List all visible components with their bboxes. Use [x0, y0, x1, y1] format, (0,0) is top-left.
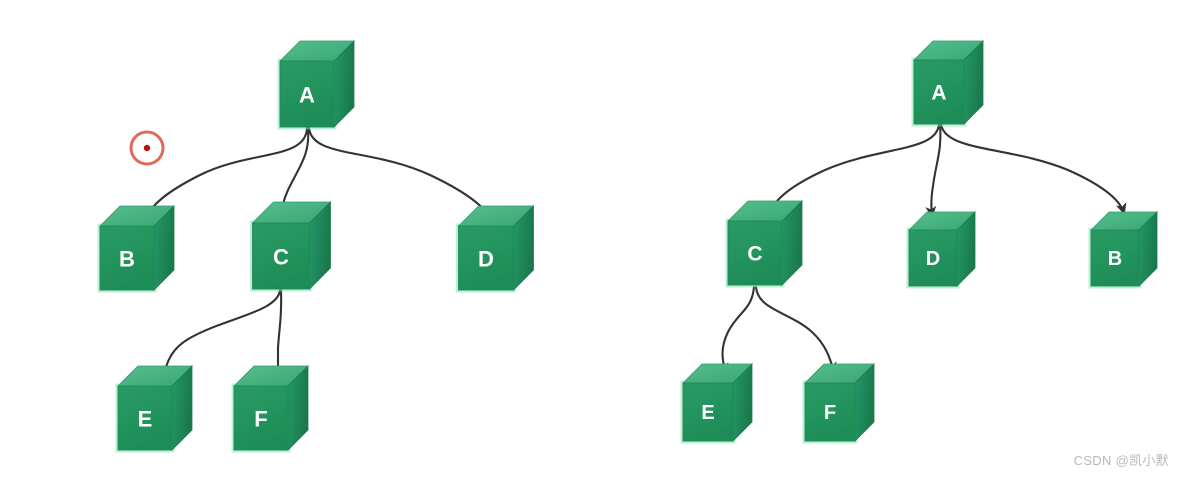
click-indicator-ring — [129, 130, 165, 166]
click-indicator — [129, 130, 165, 166]
cube-node-e[interactable]: E — [680, 363, 753, 444]
edge-l-c-to-l-f — [272, 288, 284, 381]
cube-node-b[interactable]: B — [97, 205, 175, 293]
cube-face-front — [727, 220, 783, 286]
edge-l-c-to-l-e — [159, 288, 282, 380]
cube-node-d[interactable]: D — [456, 205, 535, 293]
cube-face-front — [233, 385, 289, 451]
cube-node-b[interactable]: B — [1088, 211, 1158, 289]
cube-label: E — [138, 407, 153, 432]
cube-face-front — [804, 382, 856, 442]
cube-node-c[interactable]: C — [725, 200, 803, 288]
cube-node-a[interactable]: A — [911, 40, 984, 127]
cube-label: F — [824, 402, 836, 424]
cube-face-front — [252, 222, 310, 290]
edge-l-a-to-l-d — [307, 126, 493, 221]
cube-face-front — [117, 385, 173, 451]
cube-label: C — [273, 245, 289, 270]
cube-face-front — [99, 225, 155, 291]
cube-label: A — [931, 82, 946, 105]
edge-r-c-to-r-e — [717, 285, 756, 376]
edge-r-a-to-r-c — [767, 122, 941, 216]
cube-label: F — [254, 407, 267, 432]
edge-r-a-to-r-b — [939, 122, 1127, 216]
cube-label: A — [299, 83, 315, 108]
cube-node-c[interactable]: C — [250, 201, 332, 292]
cube-face-front — [458, 225, 514, 291]
cursor-layer — [129, 130, 165, 166]
cube-label: C — [747, 243, 762, 266]
cube-node-e[interactable]: E — [115, 365, 193, 453]
cube-face-front — [682, 382, 734, 442]
cube-face-front — [1090, 229, 1140, 287]
cube-label: B — [1108, 248, 1122, 270]
cube-label: E — [701, 402, 714, 424]
edge-l-a-to-l-b — [143, 126, 309, 222]
cubes-layer: A B C D E F A C D B E F — [97, 40, 1158, 453]
cube-node-d[interactable]: D — [906, 211, 976, 289]
cube-label: D — [926, 248, 940, 270]
cube-node-a[interactable]: A — [277, 40, 355, 130]
edge-r-a-to-r-d — [925, 122, 942, 219]
edge-r-c-to-r-f — [754, 285, 837, 375]
cube-label: B — [119, 247, 135, 272]
cube-node-f[interactable]: F — [231, 365, 309, 453]
cube-face-front — [279, 60, 335, 128]
cube-face-front — [913, 59, 965, 125]
click-indicator-dot — [143, 144, 151, 152]
cube-face-front — [908, 229, 958, 287]
edges-layer — [143, 122, 1127, 381]
cube-label: D — [478, 247, 494, 272]
watermark-text: CSDN @凯小默 — [1073, 453, 1169, 468]
cube-node-f[interactable]: F — [802, 363, 875, 444]
